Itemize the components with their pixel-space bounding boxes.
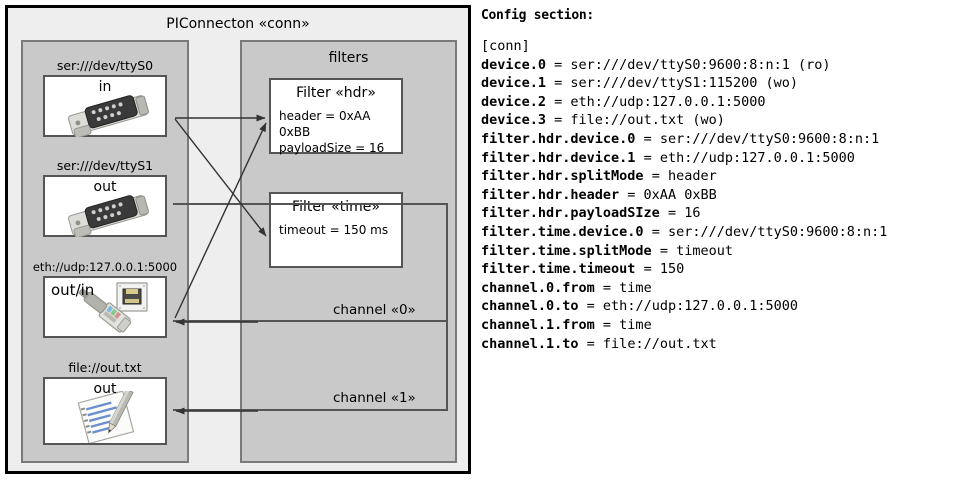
config-value: = eth://udp:127.0.0.1:5000 [546, 93, 766, 110]
device-card-eth[interactable]: out/in [43, 276, 167, 338]
config-line: [conn] [481, 38, 530, 54]
device-group-file[interactable]: file://out.txt out [23, 360, 187, 445]
config-key: filter.hdr.payloadSIze [481, 205, 660, 222]
serial-port-icon [68, 95, 149, 137]
config-key: channel.1.from [481, 316, 595, 333]
device-group-eth[interactable]: eth://udp:127.0.0.1:5000 out/in [23, 260, 187, 338]
config-value: = 16 [659, 205, 701, 222]
channel-label-1: channel «1» [333, 390, 416, 406]
device-direction-ttys1: out [93, 179, 117, 195]
device-direction-file: out [93, 381, 117, 397]
filter-attrs-hdr: header = 0xAA 0xBB payloadSize = 16 [279, 108, 401, 156]
config-line: device.2 = eth://udp:127.0.0.1:5000 [481, 93, 961, 112]
channel-path-0 [173, 203, 448, 322]
page-title: PIConnecton «conn» [166, 16, 310, 32]
devices-panel: ser:///dev/ttyS0 in [21, 40, 189, 463]
config-key: device.3 [481, 112, 547, 129]
ethernet-icon [78, 282, 148, 333]
filter-attr: timeout = 150 ms [279, 223, 389, 237]
config-value: = ser:///dev/ttyS1:115200 (wo) [546, 75, 798, 92]
config-value: = header [643, 168, 717, 185]
config-key: filter.hdr.device.0 [481, 130, 636, 147]
filter-card-hdr[interactable]: Filter «hdr» header = 0xAA 0xBB payloadS… [269, 78, 403, 156]
config-section: Config section: [conn] device.0 = ser:///… [481, 8, 961, 353]
device-card-ttys0[interactable]: in [43, 75, 167, 137]
config-value: = ser:///dev/ttyS0:9600:8:n:1 [635, 130, 880, 147]
piconnecton-diagram: PIConnecton «conn» ser:///dev/ttyS0 in [5, 5, 471, 474]
device-group-ttys1[interactable]: ser:///dev/ttyS1 out [23, 158, 187, 237]
config-value: = timeout [651, 242, 733, 259]
filter-title-hdr: Filter «hdr» [296, 85, 376, 101]
channel-label-0: channel «0» [333, 302, 416, 318]
config-line: device.0 = ser:///dev/ttyS0:9600:8:n:1 (… [481, 56, 961, 75]
device-label-eth: eth://udp:127.0.0.1:5000 [32, 260, 178, 274]
config-value: = time [594, 316, 652, 333]
config-line: filter.time.timeout = 150 [481, 260, 961, 279]
device-direction-ttys0: in [98, 79, 112, 95]
config-value: = file://out.txt [578, 335, 717, 352]
config-heading: Config section: [481, 8, 594, 23]
config-line: filter.hdr.splitMode = header [481, 167, 961, 186]
config-key: device.2 [481, 93, 547, 110]
device-group-ttys0[interactable]: ser:///dev/ttyS0 in [23, 58, 187, 137]
device-label-ttys0: ser:///dev/ttyS0 [56, 58, 154, 73]
filter-attr: payloadSize = 16 [279, 141, 385, 155]
config-line: filter.hdr.device.0 = ser:///dev/ttyS0:9… [481, 130, 961, 149]
config-key: filter.time.timeout [481, 261, 636, 278]
config-line: filter.time.splitMode = timeout [481, 242, 961, 261]
config-value: = ser:///dev/ttyS0:9600:8:n:1 (ro) [546, 56, 831, 73]
device-direction-eth: out/in [51, 281, 95, 299]
config-key: filter.hdr.splitMode [481, 168, 644, 185]
device-card-file[interactable]: out [43, 377, 167, 445]
filter-attrs-time: timeout = 150 ms [279, 222, 388, 238]
text-file-icon [77, 391, 135, 443]
config-value: = eth://udp:127.0.0.1:5000 [578, 298, 798, 315]
config-line: filter.hdr.payloadSIze = 16 [481, 204, 961, 223]
config-line: channel.1.to = file://out.txt [481, 335, 961, 354]
filter-attr: header = 0xAA 0xBB [279, 109, 371, 139]
serial-port-icon [68, 195, 149, 237]
config-line: channel.0.from = time [481, 279, 961, 298]
config-value: = 150 [635, 261, 685, 278]
config-value: = 0xAA 0xBB [619, 186, 717, 203]
config-key: device.0 [481, 56, 547, 73]
config-line: channel.1.from = time [481, 316, 961, 335]
config-line: device.1 = ser:///dev/ttyS1:115200 (wo) [481, 74, 961, 93]
config-line: filter.hdr.header = 0xAA 0xBB [481, 186, 961, 205]
config-key: filter.time.device.0 [481, 223, 644, 240]
channel-path-1 [173, 322, 448, 411]
device-card-ttys1[interactable]: out [43, 175, 167, 237]
config-lines: [conn] device.0 = ser:///dev/ttyS0:9600:8… [481, 37, 961, 353]
config-key: channel.1.to [481, 335, 579, 352]
config-value: = eth://udp:127.0.0.1:5000 [635, 149, 855, 166]
config-value: = time [594, 279, 652, 296]
config-key: channel.0.to [481, 298, 579, 315]
config-line: filter.hdr.device.1 = eth://udp:127.0.0.… [481, 149, 961, 168]
config-value: = file://out.txt (wo) [546, 112, 725, 129]
filters-panel-title: filters [328, 50, 369, 66]
config-value: = ser:///dev/ttyS0:9600:8:n:1 [643, 223, 888, 240]
config-key: filter.time.splitMode [481, 242, 652, 259]
config-key: channel.0.from [481, 279, 595, 296]
config-line: device.3 = file://out.txt (wo) [481, 111, 961, 130]
device-label-file: file://out.txt [68, 360, 142, 375]
config-key: filter.hdr.header [481, 186, 620, 203]
device-label-ttys1: ser:///dev/ttyS1 [56, 158, 154, 173]
config-line: channel.0.to = eth://udp:127.0.0.1:5000 [481, 297, 961, 316]
config-key: device.1 [481, 75, 547, 92]
config-key: filter.hdr.device.1 [481, 149, 636, 166]
config-line: filter.time.device.0 = ser:///dev/ttyS0:… [481, 223, 961, 242]
